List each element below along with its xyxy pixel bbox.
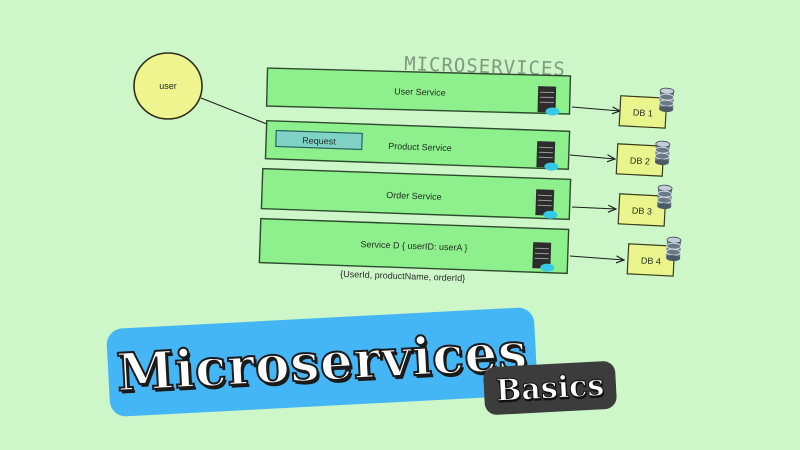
service-label: Product Service — [388, 141, 452, 153]
db-label: DB 3 — [632, 205, 653, 216]
subtitle-pill: Basics — [482, 360, 618, 416]
banner-subtitle: Basics — [495, 367, 606, 409]
service3-to-db3-arrow — [571, 207, 616, 209]
service4-to-db4-arrow — [569, 256, 624, 260]
db-node-4: DB 4 — [626, 236, 682, 277]
server-icon — [535, 189, 558, 219]
service-label: Service D { userID: userA } — [360, 239, 467, 253]
database-icon — [657, 184, 673, 210]
database-icon — [654, 140, 671, 166]
user-node: user — [133, 52, 203, 120]
payload-note: {UserId, productName, orderId} — [340, 269, 465, 283]
service2-to-db2-arrow — [569, 155, 615, 159]
db-node-2: DB 2 — [615, 140, 671, 177]
server-icon — [536, 141, 559, 171]
request-box: Request — [275, 129, 363, 151]
database-icon — [659, 87, 675, 113]
service1-to-db1-arrow — [571, 107, 620, 111]
db-node-1: DB 1 — [618, 87, 675, 129]
db-label: DB 1 — [633, 107, 654, 118]
banner-title: Microservices — [114, 320, 530, 404]
service-label: User Service — [394, 86, 446, 97]
service-box-service-d: Service D { userID: userA } — [258, 217, 570, 275]
service-label: Order Service — [386, 190, 442, 202]
service-box-order-service: Order Service — [260, 167, 572, 221]
service-box-user-service: User Service — [265, 67, 572, 116]
server-icon — [532, 242, 555, 272]
db-node-3: DB 3 — [617, 184, 673, 227]
request-label: Request — [302, 135, 336, 146]
db-label: DB 4 — [641, 255, 662, 266]
database-icon — [665, 236, 682, 262]
db-label: DB 2 — [630, 155, 651, 166]
server-icon — [537, 86, 560, 116]
user-label: user — [159, 81, 177, 91]
